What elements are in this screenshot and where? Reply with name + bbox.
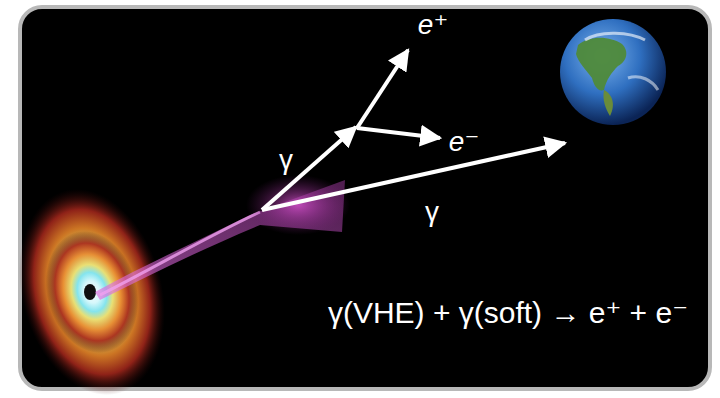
reaction-equation: γ(VHE) + γ(soft) → e⁺ + e⁻ (328, 296, 688, 329)
photon-label: γ (425, 197, 439, 228)
particle-label: e⁺ (418, 10, 448, 41)
particle-label: e⁻ (449, 127, 479, 158)
frame (20, 7, 710, 389)
particle-arrows (262, 50, 565, 210)
photon-label: γ (279, 145, 293, 176)
jet (95, 175, 350, 300)
accretion-disk (0, 172, 187, 398)
earth (560, 19, 666, 125)
